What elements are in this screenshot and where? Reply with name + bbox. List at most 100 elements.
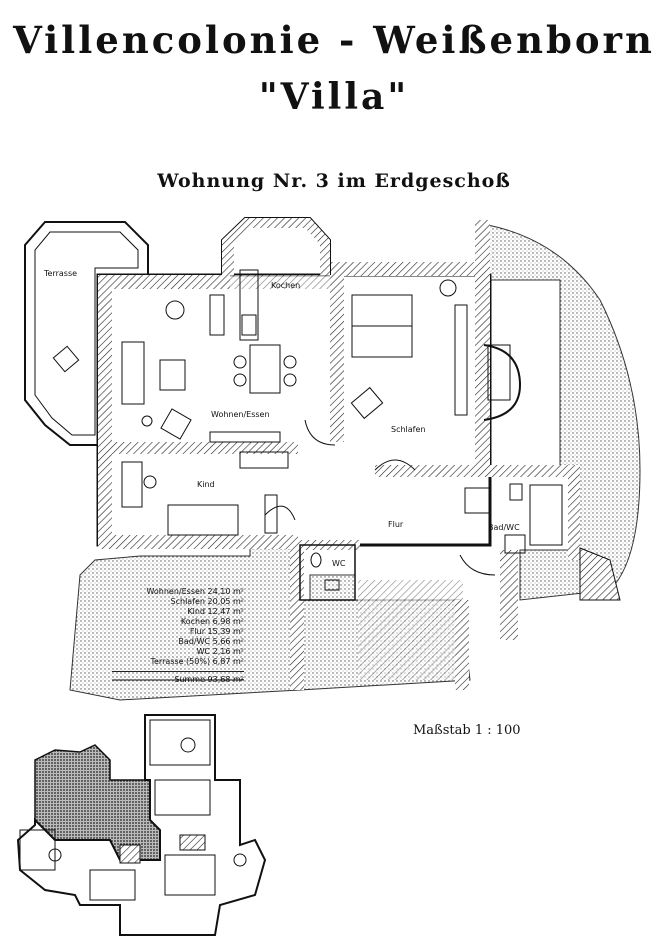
- stove: [487, 344, 511, 401]
- area-row: Bad/WC 5,66 m²: [112, 637, 244, 647]
- terrace-inner: [34, 231, 139, 436]
- hatch-wall-corr: [290, 540, 304, 690]
- hatch-wall-east: [475, 220, 490, 465]
- area-value: 6,87 m²: [212, 657, 244, 666]
- wc-basin: [324, 579, 340, 591]
- room-label-schlafen: Schlafen: [391, 425, 425, 434]
- area-room: Kochen: [180, 617, 211, 626]
- area-value: 12,47 m²: [207, 607, 244, 616]
- window-box: [209, 294, 225, 336]
- hatch-block-stair: [358, 580, 463, 680]
- room-label-wohnen: Wohnen/Essen: [211, 410, 270, 419]
- document-subtitle: "Villa": [258, 76, 410, 118]
- bedroom-bay: [483, 344, 522, 421]
- coffee-table: [159, 359, 186, 391]
- hatch-wall-kit: [228, 275, 330, 289]
- key-plan-room-1: [149, 719, 211, 766]
- area-value: 2,16 m²: [212, 647, 244, 656]
- building-wall: [96, 273, 492, 547]
- sum-value: 93,68 m²: [207, 675, 244, 684]
- scale-label: Maßstab 1 : 100: [413, 723, 521, 738]
- door-arc-3: [374, 459, 416, 471]
- area-value: 24,10 m²: [207, 587, 244, 596]
- chair-4: [283, 373, 297, 387]
- bed-plant: [439, 279, 457, 297]
- desk-chair: [143, 475, 157, 489]
- key-plan-room-2: [154, 779, 211, 816]
- area-row: WC 2,16 m²: [112, 647, 244, 657]
- sofa: [121, 341, 145, 405]
- unit-heading: Wohnung Nr. 3 im Erdgeschoß: [157, 170, 511, 192]
- hatch-wall-fl: [375, 465, 455, 477]
- bath-basin: [504, 534, 526, 554]
- wc-toilet: [310, 552, 322, 568]
- key-plan-outline: [16, 714, 267, 936]
- door-arc-2: [264, 505, 296, 521]
- hatch-wall-west: [98, 275, 112, 545]
- area-row: Terrasse (50%) 6,87 m²: [112, 657, 244, 667]
- room-label-kochen: Kochen: [271, 281, 300, 290]
- key-plan-highlight: [34, 744, 161, 861]
- garden-east: [487, 224, 641, 601]
- area-room: Bad/WC: [178, 637, 211, 646]
- bath-shower: [464, 487, 491, 514]
- hatch-wall-mid: [330, 262, 344, 442]
- key-plan-stair: [179, 834, 206, 851]
- document-title: Villencolonie - Weißenborn: [13, 18, 655, 62]
- room-label-wc: WC: [332, 559, 346, 568]
- area-room: Terrasse (50%): [150, 657, 211, 666]
- area-room: Wohnen/Essen: [146, 587, 205, 596]
- area-row: Kind 12,47 m²: [112, 607, 244, 617]
- bathtub: [529, 484, 563, 546]
- area-value: 5,66 m²: [212, 637, 244, 646]
- hatch-wall-kind: [112, 442, 298, 454]
- room-label-kind: Kind: [197, 480, 215, 489]
- kitchen-bay-hatch: [222, 218, 330, 275]
- chair-3: [283, 355, 297, 369]
- area-room: Flur: [189, 627, 205, 636]
- key-plan-table-3: [48, 848, 62, 862]
- room-label-flur: Flur: [388, 520, 404, 529]
- area-value: 20,05 m²: [207, 597, 244, 606]
- kitchen-sink: [241, 314, 257, 336]
- area-value: 15,39 m²: [207, 627, 244, 636]
- hatch-wall-bad-east: [568, 465, 580, 560]
- desk: [121, 461, 143, 508]
- terrace-chair: [52, 345, 80, 373]
- area-row: Flur 15,39 m²: [112, 627, 244, 637]
- key-plan-bath: [119, 844, 141, 864]
- key-plan-room-3: [164, 854, 216, 896]
- sum-label: Summe: [174, 675, 205, 684]
- door-arc-4: [459, 554, 496, 576]
- area-room: Schlafen: [170, 597, 205, 606]
- stair-corner: [579, 547, 621, 601]
- wardrobe: [454, 304, 468, 416]
- area-row: Wohnen/Essen 24,10 m²: [112, 587, 244, 597]
- hatch-wall-wc2: [500, 550, 518, 640]
- key-plan-table-2: [233, 853, 247, 867]
- area-value: 6,98 m²: [212, 617, 244, 626]
- wc-room: [299, 544, 356, 601]
- key-plan-room-4: [89, 869, 136, 901]
- hatch-wall-north: [98, 275, 230, 289]
- room-label-terrasse: Terrasse: [43, 269, 77, 278]
- area-sum: Summe 93,68 m²: [112, 671, 244, 685]
- area-room: WC: [196, 647, 211, 656]
- key-plan: [16, 714, 267, 936]
- kids-shelf: [239, 451, 289, 469]
- dining-table: [249, 344, 281, 394]
- hatch-wall-north2: [330, 262, 490, 276]
- chair-2: [233, 373, 247, 387]
- door-arc-1: [304, 419, 336, 446]
- living-plant: [165, 300, 185, 320]
- area-summary: Wohnen/Essen 24,10 m² Schlafen 20,05 m² …: [112, 587, 244, 685]
- area-room: Kind: [187, 607, 205, 616]
- chair-1: [233, 355, 247, 369]
- lamp: [141, 415, 153, 427]
- bath-toilet: [509, 483, 523, 501]
- kids-window: [264, 494, 278, 534]
- key-plan-room-5: [19, 829, 56, 871]
- hatch-wall-bad: [455, 465, 580, 477]
- area-row: Kochen 6,98 m²: [112, 617, 244, 627]
